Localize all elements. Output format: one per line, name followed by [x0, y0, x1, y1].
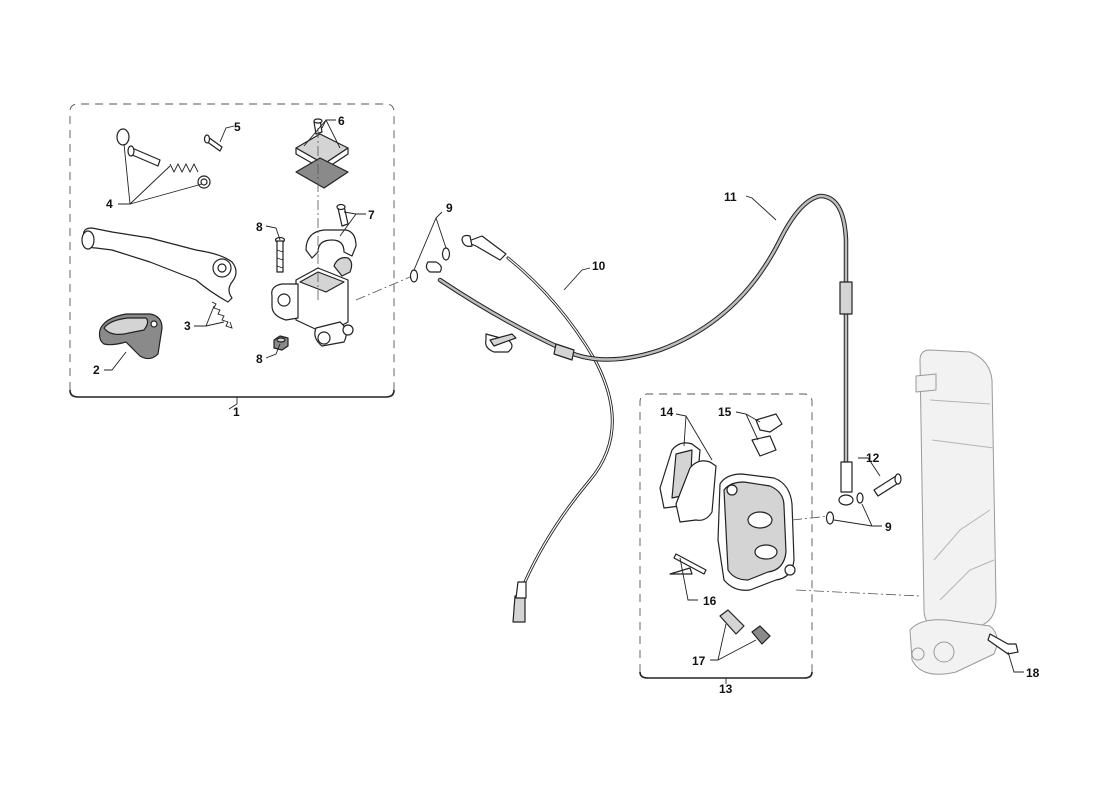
axle-pinch-bolt [987, 633, 1019, 655]
mounting-screw [274, 236, 286, 273]
pad-pin [669, 553, 707, 575]
callout-1: 1 [233, 405, 240, 419]
caliper-bolts [719, 609, 771, 645]
leader-lines [104, 119, 1024, 673]
callout-16: 16 [703, 594, 717, 608]
callout-17: 17 [692, 654, 706, 668]
hose-clip [485, 333, 517, 353]
callout-7: 7 [368, 208, 375, 222]
handlebar-clamp [305, 203, 357, 277]
callout-12: 12 [866, 451, 880, 465]
callout-14: 14 [660, 405, 674, 419]
callout-4: 4 [106, 197, 113, 211]
group-1-bracket [69, 389, 395, 398]
sensor-cable [461, 234, 614, 623]
callout-15: 15 [718, 405, 732, 419]
brake-pads [659, 442, 717, 523]
pad-spring [751, 413, 783, 457]
return-spring [211, 301, 233, 329]
group-13-caliper-assembly [639, 393, 835, 684]
banjo-bolt [873, 473, 902, 497]
lever-guard [98, 313, 163, 360]
front-brake-hose [437, 193, 864, 506]
pivot-hardware [116, 128, 211, 189]
lower-washer [825, 511, 835, 525]
callout-3: 3 [184, 319, 191, 333]
callout-5: 5 [234, 120, 241, 134]
callout-10: 10 [592, 259, 606, 273]
caliper-axis-line [791, 515, 831, 521]
adjuster-pin [203, 134, 223, 152]
callout-2: 2 [93, 363, 100, 377]
lock-nut [273, 335, 289, 351]
group-13-dashed-boundary [639, 393, 813, 672]
callout-6: 6 [338, 114, 345, 128]
group-1-master-cylinder-assembly [69, 103, 395, 404]
callout-9-upper: 9 [446, 201, 453, 215]
callout-9-lower: 9 [885, 520, 892, 534]
fork-leg [795, 349, 998, 675]
callout-labels: 1 2 3 4 5 6 7 8 8 9 9 10 11 12 13 14 15 … [93, 114, 1040, 696]
brake-lever [81, 227, 237, 303]
master-cylinder-body [271, 267, 354, 347]
reservoir-cap [295, 118, 349, 189]
callout-18: 18 [1026, 666, 1040, 680]
group-13-bracket [639, 671, 813, 679]
callout-8-upper: 8 [256, 220, 263, 234]
callout-13: 13 [719, 682, 733, 696]
brake-caliper [717, 473, 796, 591]
group-1-dashed-boundary [69, 103, 395, 390]
upper-banjo-hardware [355, 247, 451, 301]
callout-11: 11 [724, 190, 737, 204]
callout-8-lower: 8 [256, 352, 263, 366]
